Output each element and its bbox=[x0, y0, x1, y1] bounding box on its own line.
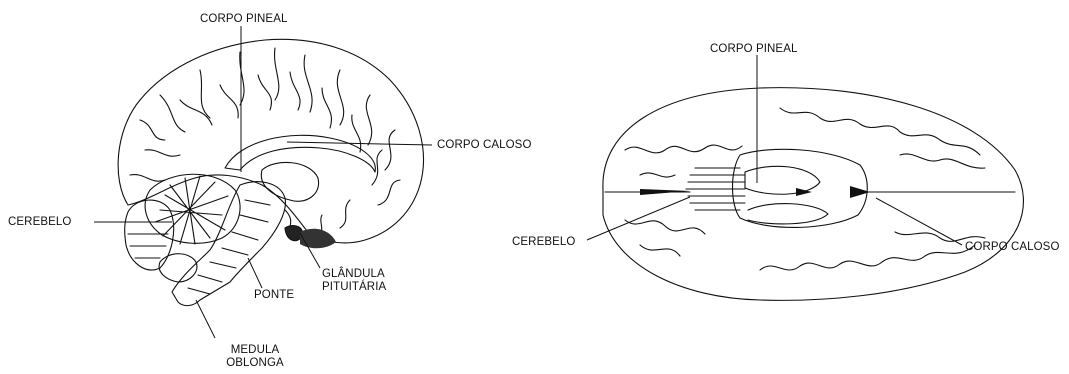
axial-ventricles bbox=[733, 149, 868, 227]
axial-outline bbox=[603, 88, 1024, 301]
label-corpo-caloso-left: CORPO CALOSO bbox=[437, 139, 532, 152]
leader-callosum-right bbox=[876, 198, 962, 245]
leader-pons bbox=[248, 258, 262, 288]
label-ponte: PONTE bbox=[254, 289, 294, 302]
brainstem bbox=[172, 182, 285, 306]
label-pituitaria: PITUITÁRIA bbox=[322, 281, 386, 294]
thalamus bbox=[261, 162, 318, 201]
corpus-callosum bbox=[225, 135, 375, 172]
sagittal-brain bbox=[118, 39, 423, 305]
gyri bbox=[130, 48, 400, 236]
hypothalamus-shade bbox=[300, 229, 336, 248]
label-cerebelo-left: CEREBELO bbox=[8, 216, 71, 229]
label-glandula: GLÂNDULA bbox=[322, 268, 385, 281]
label-cerebelo-right: CEREBELO bbox=[512, 236, 575, 249]
pituitary-stalk bbox=[285, 210, 291, 226]
axial-brain bbox=[603, 88, 1024, 301]
label-oblonga: OBLONGA bbox=[220, 357, 290, 370]
cerebrum-outline bbox=[118, 39, 423, 243]
axial-gyri-top bbox=[625, 108, 985, 177]
label-corpo-pineal-right: CORPO PINEAL bbox=[710, 43, 797, 56]
axial-cerebellum bbox=[686, 168, 745, 210]
label-medula: MEDULA bbox=[220, 344, 290, 357]
axial-midline-dark bbox=[640, 186, 870, 198]
cerebellum-lower-lines bbox=[128, 222, 168, 258]
label-corpo-caloso-right: CORPO CALOSO bbox=[965, 241, 1060, 254]
leader-medulla bbox=[196, 300, 215, 338]
leader-callosum-left bbox=[287, 142, 432, 145]
label-corpo-pineal-left: CORPO PINEAL bbox=[200, 13, 287, 26]
